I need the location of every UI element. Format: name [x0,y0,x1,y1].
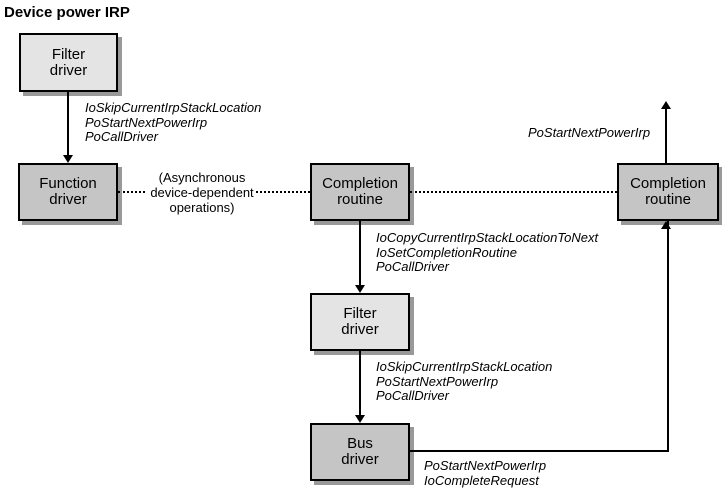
call-label: IoSkipCurrentIrpStackLocation [376,359,553,374]
call-label: IoSetCompletionRoutine [376,244,517,260]
function-driver-box: Function driver [18,163,118,221]
arrow-filter-to-bus [359,351,361,416]
call-label: PoStartNextPowerIrp [376,373,499,389]
call-label: IoCopyCurrentIrpStackLocationToNext [376,230,599,245]
call-label: PoStartNextPowerIrp [424,458,547,473]
call-label: PoCallDriver [85,129,158,144]
call-label: IoSkipCurrentIrpStackLocation [85,100,262,115]
arrow-completion-right-up [665,108,667,163]
filter-driver-mid-box: Filter driver [310,293,410,351]
dotted-line-note-to-completion [256,191,310,193]
call-label: PoCallDriver [376,388,449,403]
call-label: PoStartNextPowerIrp [85,114,208,130]
arrowhead-down-icon [355,285,365,293]
arrow-completion-to-filter [359,221,361,286]
completion-center-call-labels: IoCopyCurrentIrpStackLocationToNext IoSe… [376,230,599,275]
completion-routine-center-box: Completion routine [310,163,410,221]
filter-driver-top-box: Filter driver [19,33,118,92]
arrowhead-down-icon [63,155,73,163]
arrow-filter-top-to-function [67,92,69,156]
completion-routine-right-box: Completion routine [617,163,719,221]
diagram-title: Device power IRP [4,4,130,21]
filter-mid-call-labels: IoSkipCurrentIrpStackLocation PoStartNex… [376,359,553,404]
dotted-line-function-to-note [118,191,145,193]
note-line: device-dependent [150,185,254,200]
dotted-line-completion-to-completion [410,191,617,193]
note-line: (Asynchronous [158,170,246,185]
call-label: PoCallDriver [376,259,449,274]
call-label: IoCompleteRequest [424,472,539,488]
call-label: PoStartNextPowerIrp [528,125,651,140]
arrowhead-up-icon [661,221,671,229]
note-line: operations) [169,200,235,215]
filter-top-call-labels: IoSkipCurrentIrpStackLocation PoStartNex… [85,100,262,145]
async-operations-note: (Asynchronous device-dependent operation… [138,170,266,215]
arrowhead-down-icon [355,415,365,423]
bus-driver-box: Bus driver [310,423,410,481]
arrowhead-up-icon [661,101,671,109]
completion-right-call-label: PoStartNextPowerIrp [528,125,651,141]
bus-call-labels: PoStartNextPowerIrp IoCompleteRequest [424,458,547,488]
connector-bus-to-completion-right [410,221,669,452]
